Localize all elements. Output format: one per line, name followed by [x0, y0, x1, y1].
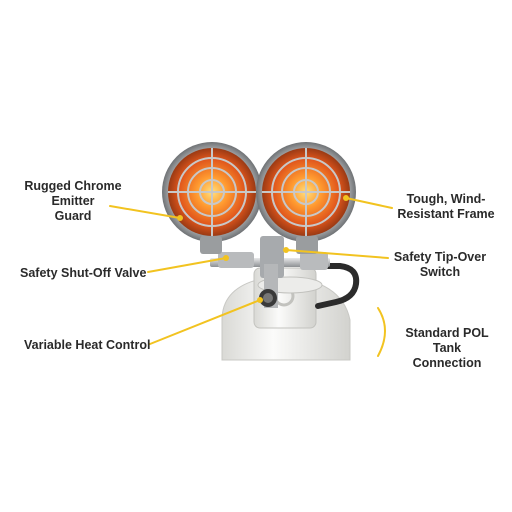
- right-emitter: [256, 142, 356, 254]
- propane-tank: [221, 267, 351, 361]
- callout-dot: [283, 247, 289, 253]
- left-emitter: [162, 142, 262, 254]
- callout-line-heat-control: [149, 299, 261, 345]
- callout-line-tipover: [285, 249, 389, 259]
- label-heat-control: Variable Heat Control: [24, 338, 151, 352]
- callout-lines: [109, 197, 393, 357]
- callout-dot: [343, 195, 349, 201]
- label-shutoff-valve: Safety Shut-Off Valve: [20, 266, 147, 280]
- callout-line-pol: [377, 307, 386, 357]
- callout-line-frame: [345, 197, 393, 209]
- gas-hose: [315, 263, 360, 309]
- label-pol-connection: Standard POL Tank Connection: [405, 326, 489, 370]
- callout-dot: [257, 297, 263, 303]
- callout-dot: [177, 215, 183, 221]
- label-emitter-guard: Rugged Chrome Emitter Guard: [24, 179, 122, 223]
- callout-dots: [177, 195, 349, 303]
- callout-line-emitter-guard: [109, 205, 181, 219]
- callout-dot: [223, 255, 229, 261]
- callout-line-shutoff-valve: [147, 257, 227, 273]
- label-frame: Tough, Wind- Resistant Frame: [397, 192, 495, 221]
- heat-control-knob: [259, 289, 277, 307]
- label-tipover-switch: Safety Tip-Over Switch: [393, 250, 487, 279]
